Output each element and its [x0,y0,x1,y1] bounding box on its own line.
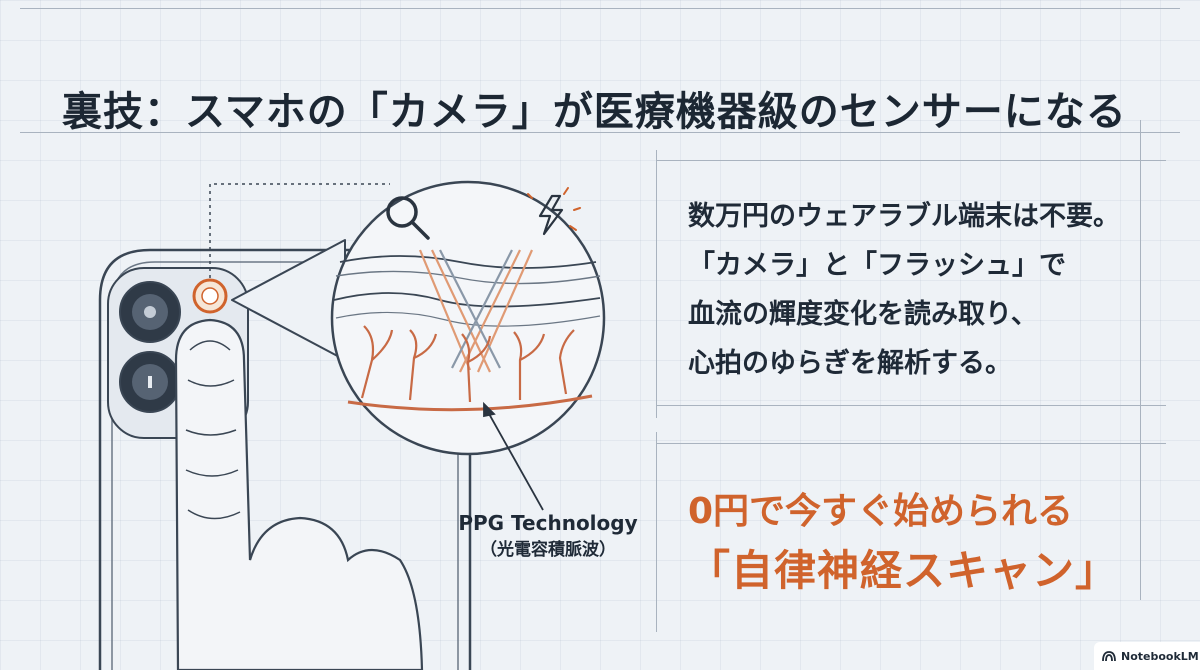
text-box-top-line [656,160,1166,161]
ppg-label: PPG Technology （光電容積脈波） [438,509,658,563]
ppg-name: PPG Technology [458,511,638,535]
description-line: 数万円のウェアラブル端末は不要。 [688,201,1120,232]
camera-module [107,267,249,439]
cta-box-top-line [656,443,1166,444]
ppg-subtitle: （光電容積脈波） [480,540,616,560]
description-box: 数万円のウェアラブル端末は不要。 「カメラ」と「フラッシュ」で 血流の輝度変化を… [688,192,1148,388]
ppg-pointer-arrow [483,401,544,511]
notebooklm-badge: NotebookLM [1094,642,1200,670]
right-vertical-line [1140,120,1141,600]
badge-label: NotebookLM [1121,649,1199,663]
description-line: 心拍のゆらぎを解析する。 [688,348,1012,379]
page-title: 裏技：スマホの「カメラ」が医療機器級のセンサーになる [62,88,1127,135]
call-to-action: 0円で今すぐ始められる 「自律神経スキャン」 [688,486,1168,604]
magnified-skin-view [330,180,606,456]
phone-camera-illustration [98,180,606,670]
description-line: 血流の輝度変化を読み取り、 [688,299,1038,330]
top-border-line [20,8,1180,9]
cta-headline: 0円で今すぐ始められる [688,491,1074,532]
text-box-bottom-line [656,405,1166,406]
cta-box-left-line [656,432,657,632]
magnifier-icon [386,196,430,240]
cta-product-name: 「自律神経スキャン」 [688,546,1119,595]
flash-icon [527,187,581,236]
dotted-connector [209,183,390,278]
text-box-left-line [656,150,657,418]
title-divider-line [20,132,1180,133]
finger [174,318,424,670]
description-line: 「カメラ」と「フラッシュ」で [688,250,1066,281]
notebooklm-logo-icon [1102,651,1116,662]
